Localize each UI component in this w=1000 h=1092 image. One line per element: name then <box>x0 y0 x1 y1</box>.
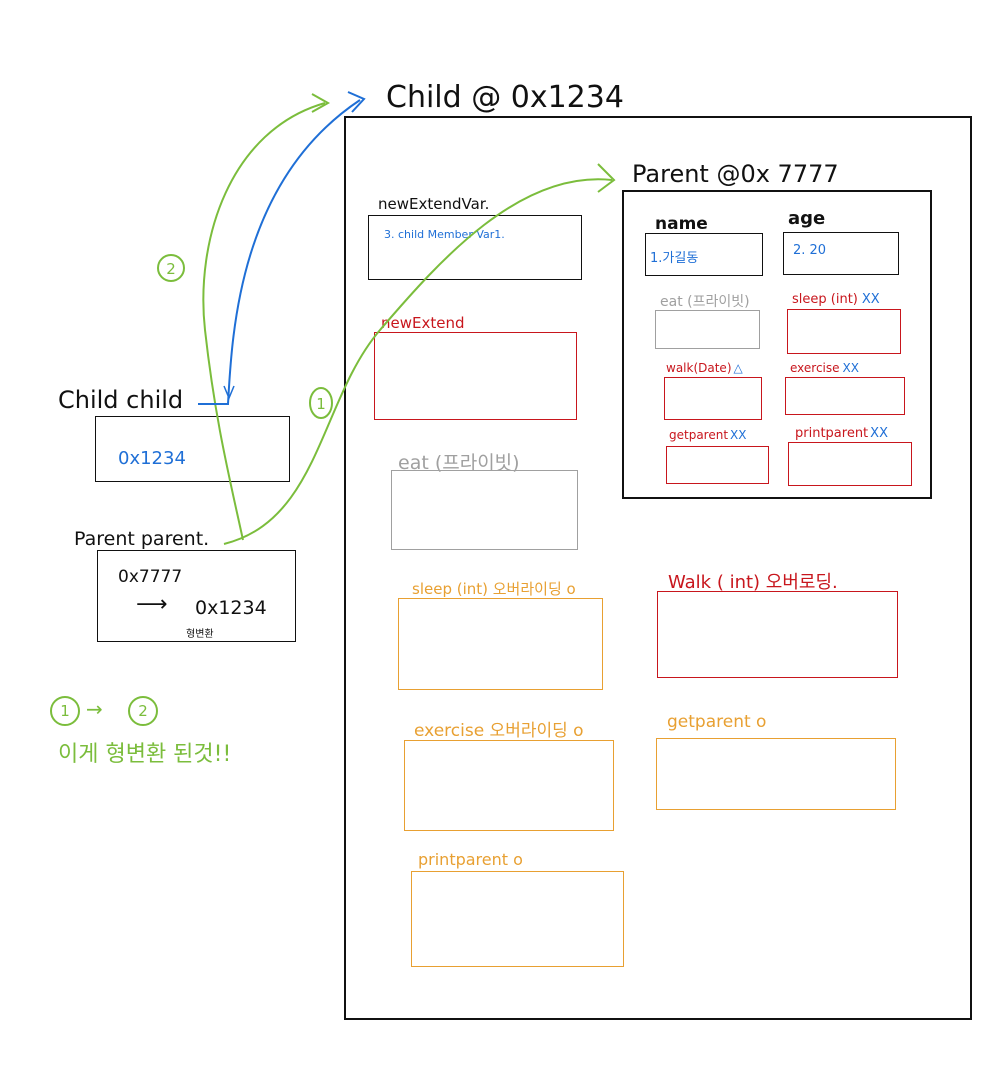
parent-getparent-box <box>666 446 769 484</box>
green-arrowhead-step2 <box>311 93 331 113</box>
new-extend-var-box <box>368 215 582 280</box>
child-getparent-label: getparent o <box>667 712 767 732</box>
child-sleep-label: sleep (int) 오버라이딩 o <box>412 580 576 598</box>
summary-step-from: 1 <box>50 696 80 726</box>
summary-sequence: 1 → 2 <box>50 696 170 726</box>
blue-arrow-down-tip <box>223 385 235 400</box>
parent-getparent-marks: XX <box>730 428 747 442</box>
child-printparent-label: printparent o <box>418 850 523 869</box>
parent-sleep-label: sleep (int)XX <box>792 292 880 307</box>
step2-marker-circle <box>157 254 185 282</box>
child-walk-label: Walk ( int) 오버로딩. <box>668 572 838 593</box>
parent-printparent-box <box>788 442 912 486</box>
parent-name-box <box>645 233 763 276</box>
parent-var-box <box>97 550 296 642</box>
parent-var-new-value: 0x1234 <box>195 597 267 619</box>
new-extend-var-value: 3. child Member Var1. <box>384 228 505 241</box>
child-var-value: 0x1234 <box>118 448 186 469</box>
parent-age-value: 2. 20 <box>793 243 827 258</box>
new-extend-box <box>374 332 577 420</box>
child-walk-box <box>657 591 898 678</box>
summary-note: 이게 형변환 된것!! <box>58 742 232 767</box>
parent-exercise-marks: XX <box>842 361 859 375</box>
parent-getparent-text: getparent <box>669 428 729 442</box>
parent-walk-text: walk(Date) <box>666 361 732 375</box>
parent-name-value: 1.가길동 <box>650 251 699 266</box>
child-object-box <box>344 116 972 1020</box>
step2-marker-label: 2 <box>166 260 176 278</box>
parent-var-old-value: 0x7777 <box>118 567 183 587</box>
step1-marker-circle <box>309 387 333 419</box>
parent-sleep-box <box>787 309 901 354</box>
parent-sleep-text: sleep (int) <box>792 292 858 307</box>
parent-printparent-text: printparent <box>795 426 869 441</box>
parent-var-arrow: ⟶ <box>136 592 168 617</box>
parent-walk-label: walk(Date)△ <box>666 361 743 375</box>
step1-marker-label: 1 <box>316 395 326 413</box>
summary-arrow: → <box>86 697 103 721</box>
parent-age-box <box>783 232 899 275</box>
child-exercise-label: exercise 오버라이딩 o <box>414 721 584 741</box>
child-getparent-box <box>656 738 896 810</box>
parent-sleep-marks: XX <box>861 292 880 307</box>
parent-eat-box <box>655 310 760 349</box>
parent-name-label: name <box>655 214 708 234</box>
child-printparent-box <box>411 871 624 967</box>
parent-exercise-box <box>785 377 905 415</box>
blue-arrow <box>198 99 361 405</box>
child-eat-box <box>391 470 578 550</box>
parent-walk-box <box>664 377 762 420</box>
child-exercise-box <box>404 740 614 831</box>
blue-arrowhead <box>347 91 366 113</box>
parent-object-title: Parent @0x 7777 <box>632 160 839 188</box>
parent-object-box <box>622 190 932 499</box>
parent-age-label: age <box>788 208 826 229</box>
new-extend-var-label: newExtendVar. <box>378 195 490 213</box>
child-sleep-box <box>398 598 603 690</box>
parent-eat-label: eat (프라이빗) <box>660 294 750 310</box>
summary-step-to: 2 <box>128 696 158 726</box>
parent-exercise-text: exercise <box>790 361 840 375</box>
parent-printparent-marks: XX <box>870 426 888 441</box>
new-extend-label: newExtend <box>381 314 465 332</box>
parent-var-note: 형변환 <box>186 629 214 640</box>
parent-walk-marks: △ <box>733 361 743 375</box>
child-var-label: Child child <box>58 386 184 414</box>
child-object-title: Child @ 0x1234 <box>386 80 624 115</box>
parent-var-label: Parent parent. <box>74 528 210 550</box>
